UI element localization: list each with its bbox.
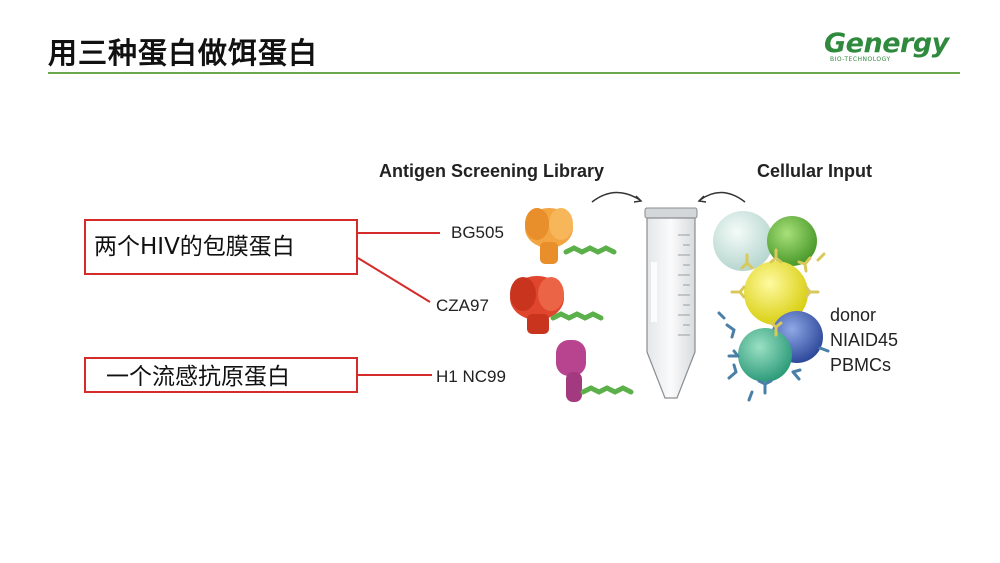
callout-line-cza97 [358,258,430,302]
donor-line: donor [830,303,898,328]
b-cell-cluster-icon [713,211,828,400]
flow-arrows [592,192,745,202]
bg505-trimer-icon [525,208,573,264]
library-header: Antigen Screening Library [379,161,604,182]
callout-hiv-envelope: 两个HIV的包膜蛋白 [84,219,358,275]
callout-lines [358,233,440,375]
cellular-header: Cellular Input [757,161,872,182]
callout-hiv-envelope-text: 两个HIV的包膜蛋白 [94,234,295,260]
antigen-label-cza97: CZA97 [436,296,489,316]
antigen-label-bg505: BG505 [451,223,504,243]
antigen-label-h1-nc99: H1 NC99 [436,367,506,387]
callout-influenza-antigen: 一个流感抗原蛋白 [84,357,358,393]
donor-label: donor NIAID45 PBMCs [830,303,898,378]
screening-tube-icon [645,208,697,398]
donor-line: NIAID45 [830,328,898,353]
callout-influenza-antigen-text: 一个流感抗原蛋白 [106,364,290,390]
cza97-trimer-icon [510,276,564,334]
donor-line: PBMCs [830,353,898,378]
